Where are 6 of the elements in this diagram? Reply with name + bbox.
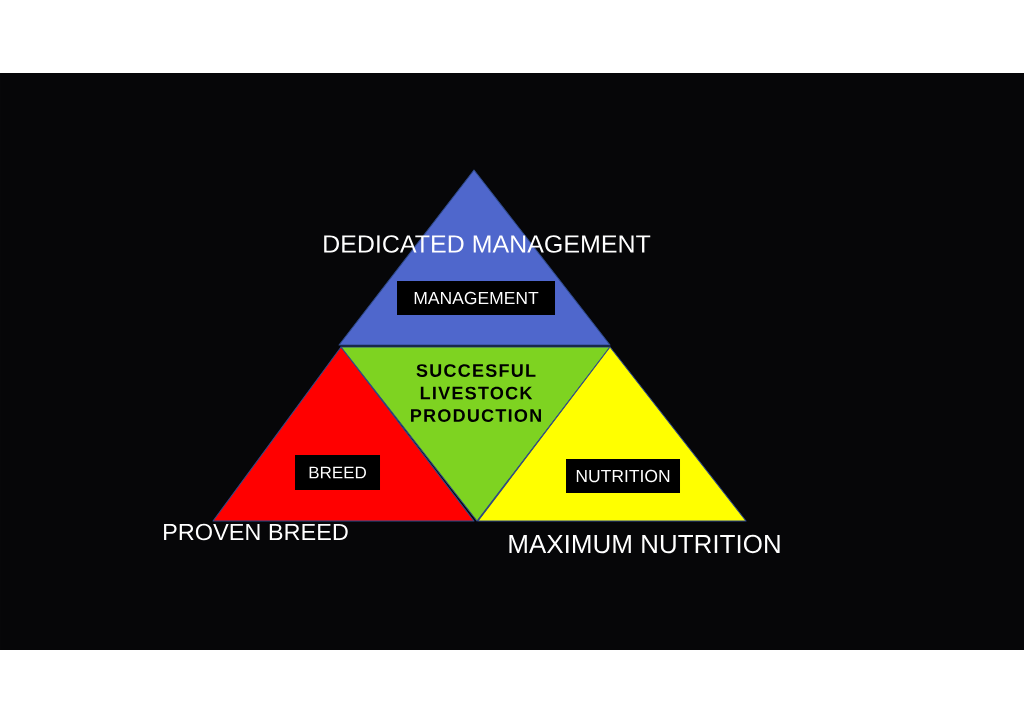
triangle-label: MAXIMUM NUTRITION: [509, 534, 780, 554]
triangle-label: SUCCESFUL LIVESTOCK PRODUCTION: [411, 364, 541, 422]
label-box: MANAGEMENT: [397, 281, 555, 315]
triangle-label: PROVEN BREED: [164, 523, 348, 541]
label-box: BREED: [295, 455, 380, 490]
label-box: NUTRITION: [566, 459, 680, 493]
